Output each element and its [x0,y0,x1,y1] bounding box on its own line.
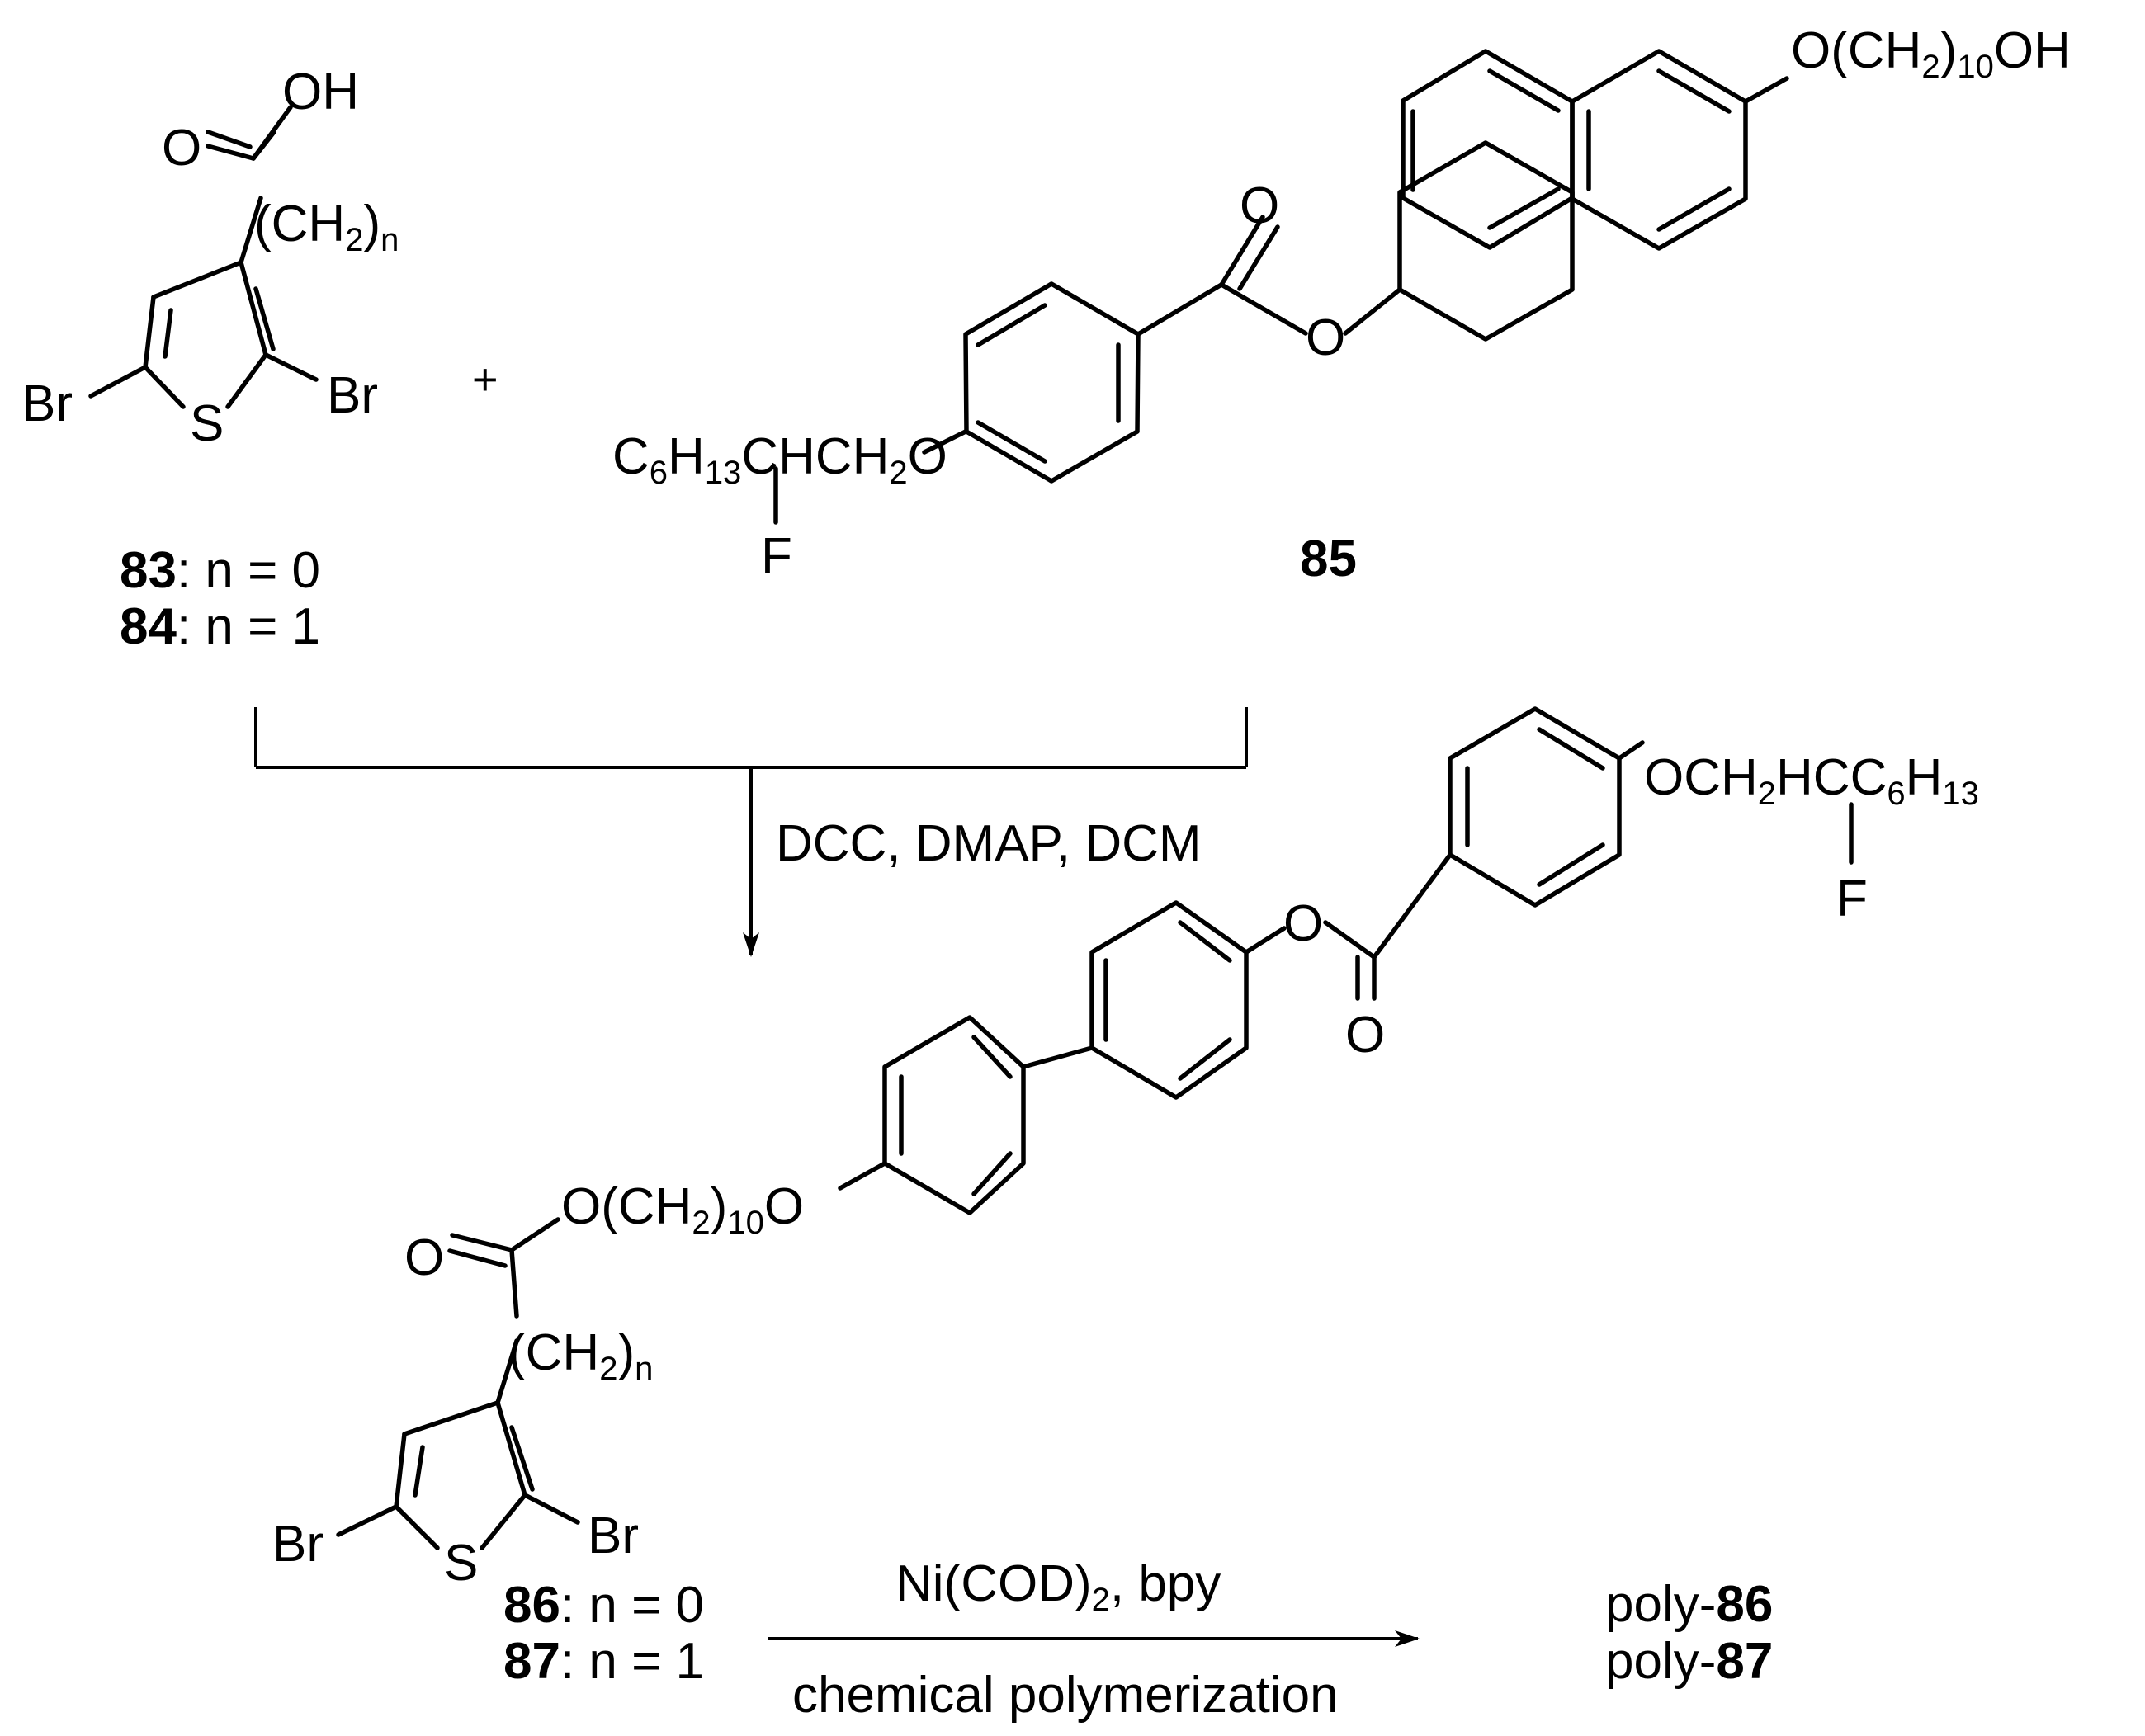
compound-label-84: 84: n = 1 [120,598,320,655]
ester-o-85: O [1306,309,1345,366]
fluorine-85: F [761,528,792,585]
combine-bracket [254,707,1248,769]
plus-sign: + [472,355,498,404]
thiophene-ring-83 [143,260,276,409]
carbonyl-o-86: O [1345,1007,1385,1064]
acid-o-86: O [404,1229,444,1286]
benzene-ring-86-b [1089,900,1249,1100]
benzene-ring-86-c [882,1015,1026,1215]
hydroxyl-oh-83: OH [282,64,359,120]
benzene-ring-85-d [1570,49,1748,251]
bromine-left-86: Br [272,1516,324,1573]
compound-label-83: 83: n = 0 [120,542,320,599]
benzene-ring-85-c [1397,140,1575,342]
carbonyl-o-85: O [1240,177,1279,234]
fluorine-86: F [1836,870,1868,927]
fluoroalkoxy-chain-85: C6H13CHCH2O [612,428,947,491]
fluoroalkoxy-chain-86: OCH2HCC6H13 [1644,749,1979,812]
benzene-ring-85-b [1401,49,1575,250]
benzene-ring-85-a [963,281,1141,484]
reactant-85: O(CH2)10OH O O C6H13CHCH2O F 85 [612,22,2071,587]
carbonyl-o-83: O [162,120,201,177]
reactant-83-84: OH O (CH2)n Br Br S 83: n = 0 84: n = 1 [21,64,399,655]
product-86-87: OCH2HCC6H13 F O O O(CH2)10O O (CH2)n [272,706,1979,1690]
compound-label-85: 85 [1300,531,1357,587]
product-poly-86: poly-86 [1605,1576,1773,1633]
step1-conditions: DCC, DMAP, DCM [776,815,1202,872]
bromine-left-83: Br [21,375,73,432]
methylene-group-83: (CH2)n [254,196,399,258]
ester-o-86: O [1283,895,1323,952]
compound-label-87: 87: n = 1 [503,1633,704,1690]
decyl-linker-86: O(CH2)10O [561,1178,804,1241]
benzene-ring-86-a [1448,706,1622,908]
bromine-right-86: Br [588,1507,639,1564]
sulfur-86: S [444,1535,478,1592]
thiophene-ring-86 [394,1400,535,1550]
methylene-group-86: (CH2)n [508,1324,653,1387]
sulfur-83: S [190,395,224,452]
product-poly-87: poly-87 [1605,1633,1773,1690]
tail-hydroxydecyloxy-85: O(CH2)10OH [1791,22,2071,85]
bromine-right-83: Br [327,367,378,424]
step2-condition: chemical polymerization [792,1667,1339,1724]
compound-label-86: 86: n = 0 [503,1577,704,1634]
step2-reagent: Ni(COD)2, bpy [895,1555,1221,1618]
